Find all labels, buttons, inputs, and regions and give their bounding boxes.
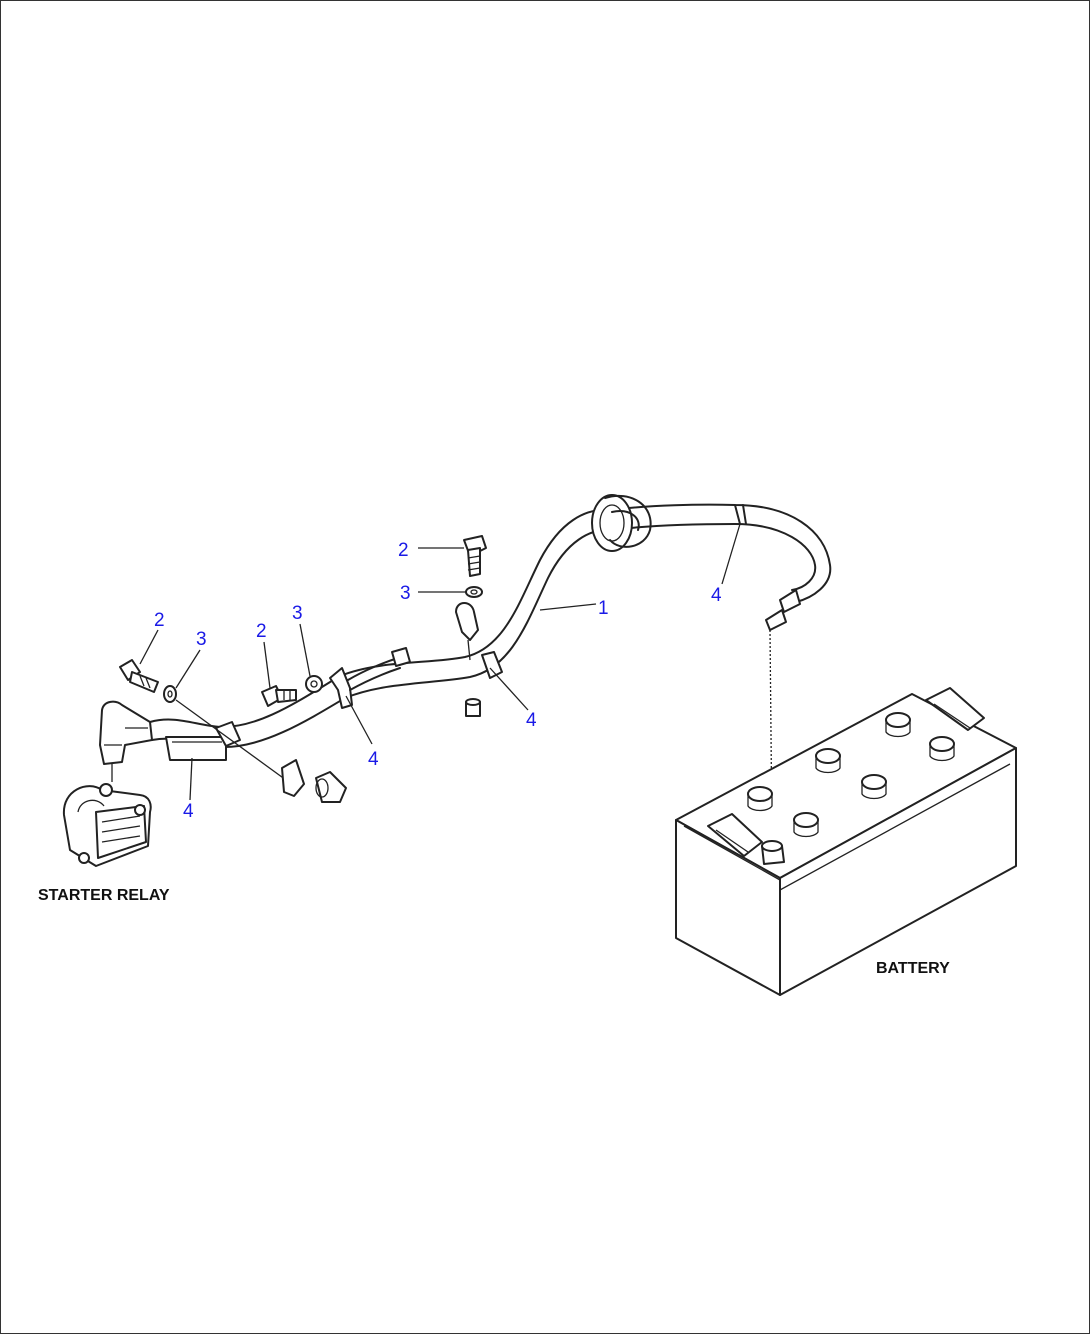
callout-4-right: 4 bbox=[711, 585, 722, 606]
fasteners bbox=[119, 535, 487, 803]
callout-3-left: 3 bbox=[196, 629, 207, 650]
starter-relay-drawing bbox=[62, 764, 152, 867]
callout-1: 1 bbox=[598, 598, 609, 619]
battery-cable bbox=[99, 494, 832, 839]
callout-3-top: 3 bbox=[400, 583, 411, 604]
callout-2-mid: 2 bbox=[256, 621, 267, 642]
starter-relay-label: STARTER RELAY bbox=[38, 887, 170, 904]
callout-2-left: 2 bbox=[154, 610, 165, 631]
callout-2-top: 2 bbox=[398, 540, 409, 561]
callout-3-mid: 3 bbox=[292, 603, 303, 624]
battery-drawing bbox=[675, 687, 1017, 996]
leader-lines bbox=[139, 523, 741, 801]
callout-4-left: 4 bbox=[183, 801, 194, 822]
battery-label: BATTERY bbox=[876, 960, 950, 977]
callout-4-mid: 4 bbox=[368, 749, 379, 770]
callout-4-center: 4 bbox=[526, 710, 537, 731]
callout-labels: 1 2 2 2 3 3 3 4 4 4 4 bbox=[154, 540, 722, 822]
